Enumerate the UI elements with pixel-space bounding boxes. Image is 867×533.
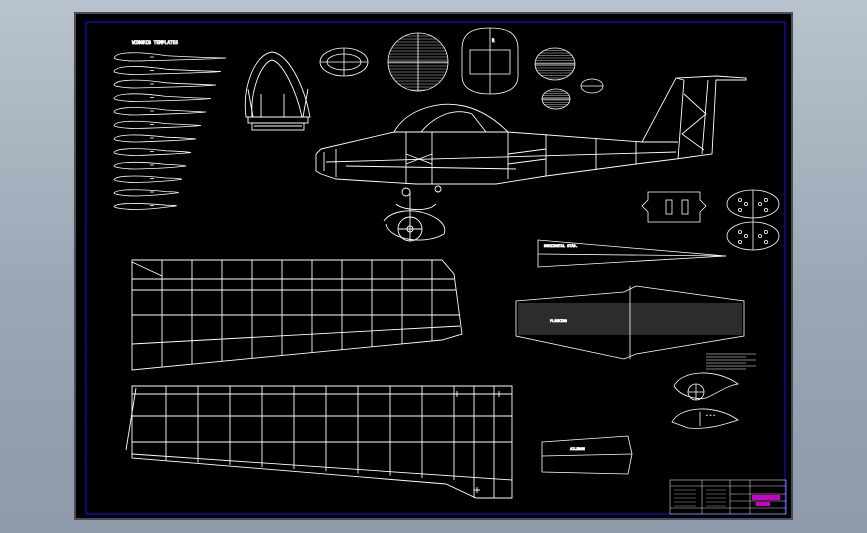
aileron-part: AILERON [541, 435, 633, 475]
svg-text:AILERON: AILERON [570, 447, 585, 451]
svg-text:- - -: - - - [706, 413, 715, 417]
former-parts [641, 189, 780, 251]
wing-rib-templates: WINGRIB TEMPLATES [113, 40, 227, 210]
svg-text:PLANKING: PLANKING [550, 319, 567, 323]
fuselage-side-view [315, 75, 747, 242]
fuselage-sections: R [319, 27, 604, 110]
stabilizer-strip: HORIZONTAL STAB. [537, 239, 727, 268]
wing-planking: PLANKING [515, 285, 756, 370]
wheel-fairings: - - - [671, 372, 740, 429]
cowling-front-view [244, 51, 311, 131]
templates-title: WINGRIB TEMPLATES [132, 40, 178, 46]
title-block [669, 479, 787, 515]
wing-panel-lower [125, 385, 513, 499]
drawing-border [85, 21, 786, 515]
drawing-sheet[interactable]: WINGRIB TEMPLATES [74, 12, 793, 520]
airplane-blueprint: WINGRIB TEMPLATES [85, 21, 787, 515]
svg-text:HORIZONTAL STAB.: HORIZONTAL STAB. [544, 244, 578, 248]
svg-text:R: R [492, 38, 495, 43]
wing-panel-upper [131, 259, 463, 371]
